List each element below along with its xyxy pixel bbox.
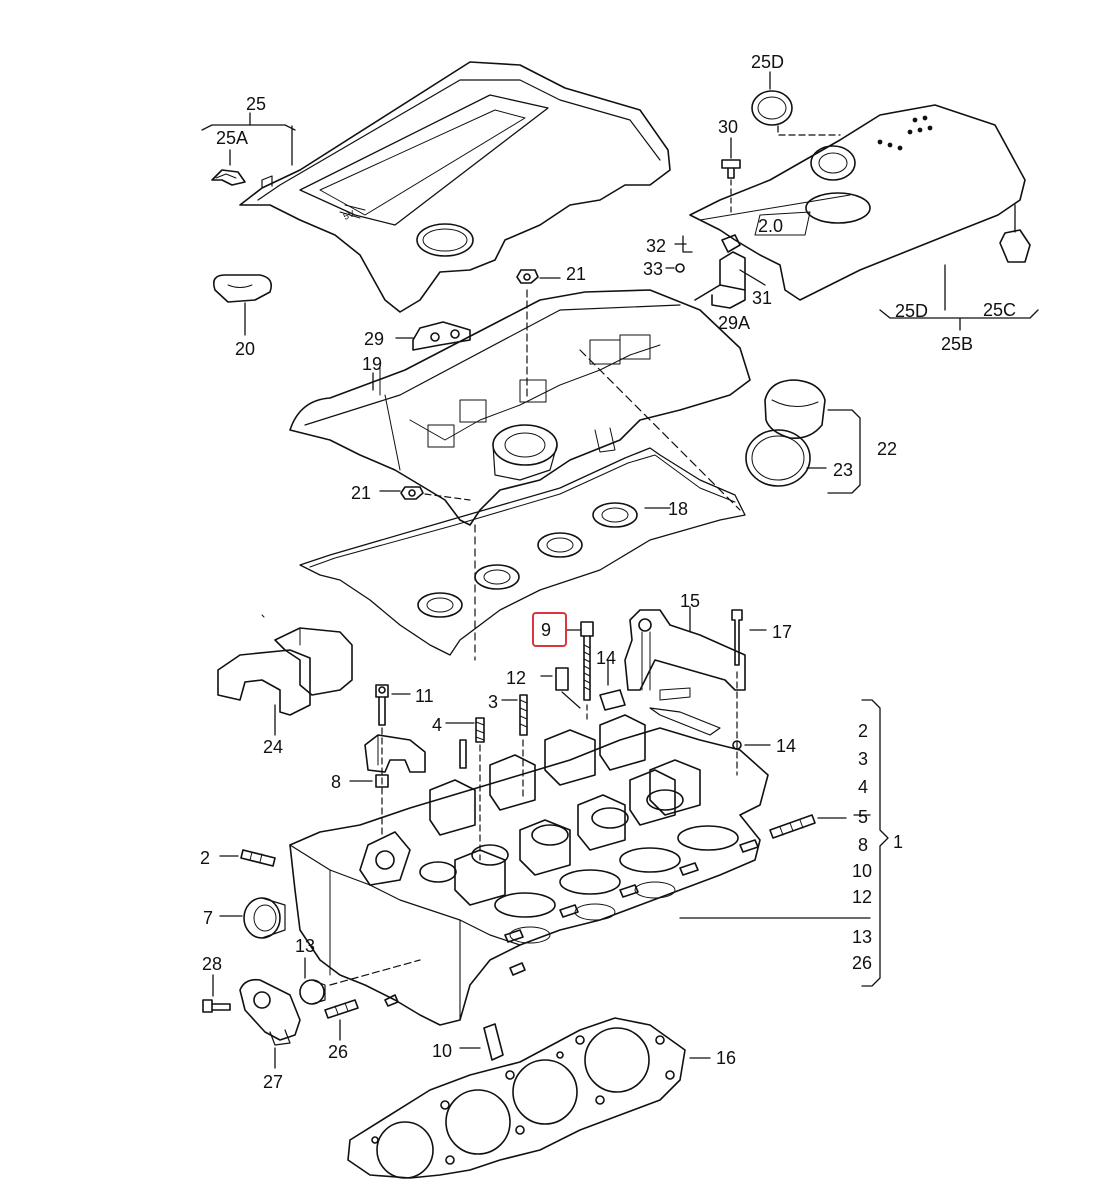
callout-25a: 25A: [216, 128, 249, 148]
group1-item: 8: [858, 835, 869, 855]
valve-cover-part-19: [289, 289, 751, 526]
svg-text:5V: 5V: [342, 208, 356, 222]
callout-9: 9: [541, 620, 552, 640]
group1-item: 5: [858, 807, 869, 827]
callout-20: 20: [235, 339, 256, 359]
callout-33: 33: [643, 259, 664, 279]
callout-31: 31: [752, 288, 773, 308]
bearing-cap-part: [364, 734, 426, 773]
callout-26: 26: [328, 1042, 349, 1062]
sensor-part-27: [239, 978, 301, 1046]
callout-21-top: 21: [566, 264, 587, 284]
callout-21-bottom: 21: [351, 483, 372, 503]
callout-32: 32: [646, 236, 667, 256]
callout-16: 16: [716, 1048, 737, 1068]
engine-cover-part-25: 5V: [239, 61, 671, 313]
callout-23: 23: [833, 460, 854, 480]
callout-15: 15: [680, 591, 701, 611]
gasket-part-18: [299, 447, 746, 656]
bolt-part-9: [580, 621, 594, 721]
callout-19: 19: [362, 354, 383, 374]
group1-item: 12: [852, 887, 873, 907]
callout-25d-top: 25D: [751, 52, 785, 72]
callout-14-lower: 14: [776, 736, 797, 756]
callout-7: 7: [203, 908, 214, 928]
hose-part-20: [212, 274, 273, 336]
svg-text:2.0: 2.0: [758, 216, 783, 236]
group1-item: 10: [852, 861, 873, 881]
group1-item: 3: [858, 749, 869, 769]
callout-25: 25: [246, 94, 267, 114]
group1-item: 2: [858, 721, 869, 741]
callout-25d: 25D: [895, 301, 929, 321]
cylinder-head-part-1: [289, 714, 769, 1026]
callout-12: 12: [506, 668, 527, 688]
group1-item: 26: [852, 953, 873, 973]
cover-part-25b: 2.0: [689, 104, 1026, 301]
callout-18: 18: [668, 499, 689, 519]
callout-22: 22: [877, 439, 898, 459]
group1-item: 13: [852, 927, 873, 947]
oil-filler-cap-part-22: [745, 379, 826, 487]
callout-2: 2: [200, 848, 211, 868]
callout-27: 27: [263, 1072, 284, 1092]
highlight-box: [532, 612, 567, 647]
bearing-cap-part-24: [217, 627, 353, 716]
callout-3: 3: [488, 692, 499, 712]
callout-29a: 29A: [718, 313, 751, 333]
callout-10: 10: [432, 1041, 453, 1061]
callout-25c: 25C: [983, 300, 1017, 320]
callout-29: 29: [364, 329, 385, 349]
callout-14-upper: 14: [596, 648, 617, 668]
callout-17: 17: [772, 622, 793, 642]
group1-item: 4: [858, 777, 869, 797]
callout-28: 28: [202, 954, 223, 974]
clip-part-25a: [211, 169, 246, 186]
callout-8: 8: [331, 772, 342, 792]
callout-25b: 25B: [941, 334, 974, 354]
callout-13: 13: [295, 936, 316, 956]
callout-30: 30: [718, 117, 739, 137]
callout-1: 1: [893, 832, 904, 852]
callout-11: 11: [415, 686, 434, 706]
bracket-part-15: [624, 609, 746, 691]
bracket-part-29a: [694, 234, 746, 309]
head-gasket-part-16: [347, 1017, 686, 1179]
callout-4: 4: [432, 715, 443, 735]
callout-24: 24: [263, 737, 284, 757]
bolt-part-30: [721, 137, 741, 213]
